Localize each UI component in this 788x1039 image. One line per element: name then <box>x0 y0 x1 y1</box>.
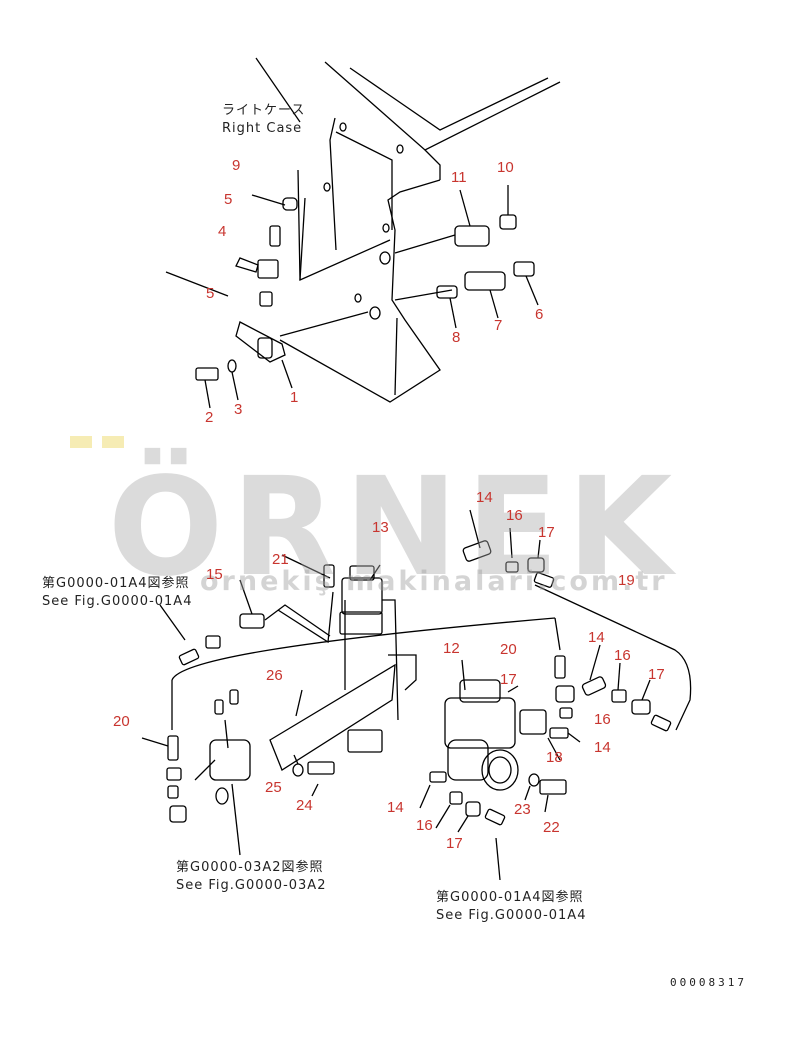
part-number-label: 12 <box>443 640 460 657</box>
part-number-label: 15 <box>206 566 223 583</box>
part-number-label: 14 <box>476 489 493 506</box>
part-number-label: 11 <box>451 169 467 186</box>
ref-1-en: See Fig.G0000-01A4 <box>42 594 193 609</box>
watermark-site: ornekiş makinalari.com.tr <box>200 566 668 597</box>
part-number-label: 4 <box>218 223 227 240</box>
part-number-label: 20 <box>113 713 130 730</box>
ref-3-en: See Fig.G0000-01A4 <box>436 908 587 923</box>
part-number-label: 18 <box>546 749 563 766</box>
part-number-label: 1 <box>290 389 299 406</box>
part-number-label: 14 <box>387 799 404 816</box>
part-number-label: 24 <box>296 797 313 814</box>
part-number-label: 5 <box>224 191 233 208</box>
part-number-label: 17 <box>500 671 517 688</box>
part-number-label: 16 <box>594 711 611 728</box>
case-label-en: Right Case <box>222 121 303 136</box>
part-number-label: 19 <box>618 572 635 589</box>
ref-2-jp: 第G0000-03A2図参照 <box>176 860 324 875</box>
part-number-label: 25 <box>265 779 282 796</box>
part-number-label: 7 <box>494 317 503 334</box>
part-number-label: 13 <box>372 519 389 536</box>
ref-1-jp: 第G0000-01A4図参照 <box>42 576 190 591</box>
part-number-label: 2 <box>205 409 214 426</box>
part-number-label: 14 <box>588 629 605 646</box>
drawing-id: 00008317 <box>670 976 747 989</box>
watermark-brand: ÖRNEK <box>107 449 681 607</box>
part-number-label: 26 <box>266 667 283 684</box>
part-number-label: 16 <box>614 647 631 664</box>
part-number-label: 5 <box>206 285 215 302</box>
case-label-jp: ライトケース <box>222 103 306 118</box>
part-number-label: 16 <box>416 817 433 834</box>
part-number-label: 10 <box>497 159 514 176</box>
ref-3-jp: 第G0000-01A4図参照 <box>436 890 584 905</box>
part-number-label: 16 <box>506 507 523 524</box>
part-number-label: 20 <box>500 641 517 658</box>
part-number-label: 8 <box>452 329 461 346</box>
ref-2-en: See Fig.G0000-03A2 <box>176 878 327 893</box>
part-number-label: 17 <box>446 835 463 852</box>
part-number-label: 17 <box>538 524 555 541</box>
part-number-label: 14 <box>594 739 611 756</box>
part-number-label: 17 <box>648 666 665 683</box>
part-number-label: 3 <box>234 401 243 418</box>
part-number-label: 9 <box>232 157 241 174</box>
part-number-label: 6 <box>535 306 544 323</box>
part-number-label: 21 <box>272 551 289 568</box>
watermark-dots <box>70 432 170 452</box>
part-number-label: 22 <box>543 819 560 836</box>
part-number-label: 23 <box>514 801 531 818</box>
